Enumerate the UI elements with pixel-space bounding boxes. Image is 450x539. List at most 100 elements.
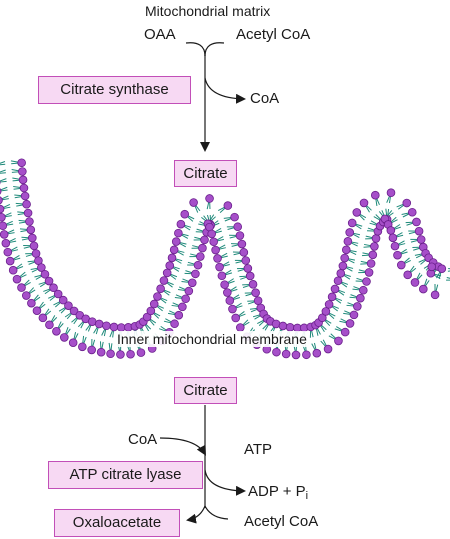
lipid-head — [278, 321, 288, 331]
lipid-head — [410, 278, 420, 287]
citrate-box-bottom: Citrate — [174, 377, 237, 404]
inner-membrane-bilayer — [0, 158, 450, 360]
lipid-tail — [0, 189, 8, 192]
lipid-tail — [0, 172, 6, 174]
lipid-head — [402, 198, 412, 208]
lipid-head — [324, 300, 334, 309]
lipid-head — [0, 196, 3, 205]
lipid-head — [31, 249, 41, 258]
lipid-head — [418, 284, 428, 294]
lipid-head — [343, 237, 353, 246]
lipid-head — [187, 278, 197, 288]
lipid-head — [169, 245, 179, 255]
lipid-head — [416, 235, 426, 244]
lipid-head — [235, 231, 245, 240]
lipid-head — [396, 260, 406, 270]
lipid-head — [243, 264, 253, 273]
citrate-box-top: Citrate — [174, 160, 237, 187]
lipid-head — [209, 237, 218, 247]
lipid-head — [211, 245, 220, 255]
lipid-head — [171, 237, 181, 246]
lipid-head — [393, 250, 402, 260]
lipid-head — [8, 265, 18, 275]
lipid-head — [407, 207, 417, 217]
adp-release-arrow — [204, 469, 246, 496]
atp-citrate-lyase-box: ATP citrate lyase — [48, 461, 203, 489]
lipid-head — [334, 336, 343, 346]
lipid-head — [364, 268, 374, 277]
lipid-head — [281, 349, 291, 359]
oxaloacetate-arrow — [186, 505, 206, 524]
lipid-head — [312, 348, 322, 358]
lipid-head — [403, 270, 413, 280]
lipid-tail — [446, 276, 450, 279]
lipid-head — [330, 284, 340, 294]
lipid-head — [272, 347, 281, 357]
lipid-head — [52, 327, 61, 336]
lipid-tail — [0, 186, 8, 191]
lipid-head — [17, 283, 26, 292]
lipid-head — [165, 261, 175, 270]
lipid-head — [23, 208, 33, 218]
lipid-head — [3, 247, 13, 257]
lipid-head — [146, 306, 156, 316]
lipid-head — [37, 263, 46, 272]
lipid-head — [251, 288, 260, 298]
lipid-head — [362, 277, 371, 286]
lipid-head — [0, 212, 6, 222]
coa-entry-arrow — [159, 437, 206, 456]
lipid-head — [196, 252, 205, 261]
lipid-head — [230, 212, 239, 222]
lipid-head — [359, 198, 369, 208]
lipid-head — [430, 290, 440, 300]
lipid-head — [180, 209, 190, 219]
lipid-head — [38, 313, 48, 323]
lipid-head — [174, 310, 184, 320]
lipid-head — [318, 313, 327, 323]
lipid-head — [170, 319, 179, 329]
lipid-tail — [0, 161, 6, 164]
lipid-head — [253, 296, 263, 305]
lipid-head — [193, 260, 203, 270]
lipid-head — [198, 243, 207, 253]
lipid-head — [323, 344, 333, 354]
lipid-head — [64, 301, 73, 310]
lipid-head — [200, 235, 209, 245]
lipid-head — [68, 338, 78, 348]
lipid-head — [245, 271, 255, 281]
lipid-tail — [0, 169, 6, 173]
lipid-head — [109, 322, 119, 332]
lipid-head — [386, 188, 396, 198]
lipid-head — [356, 293, 365, 303]
lipid-head — [321, 307, 331, 316]
lipid-head — [12, 274, 22, 284]
lipid-head — [189, 198, 198, 207]
lipid-head — [87, 345, 96, 355]
lipid-head — [359, 285, 368, 295]
lipid-head — [370, 242, 379, 251]
lipid-head — [215, 262, 224, 272]
lipid-head — [142, 312, 152, 322]
lipid-head — [231, 313, 241, 323]
lipid-head — [366, 259, 376, 268]
lipid-head — [167, 253, 177, 263]
lipid-head — [427, 262, 437, 272]
lipid-head — [0, 188, 2, 195]
lipid-head — [217, 271, 227, 281]
lipid-head — [106, 349, 115, 359]
citrate-synthase-box: Citrate synthase — [38, 76, 191, 104]
lipid-head — [386, 226, 396, 235]
lipid-head — [58, 295, 68, 305]
lipid-head — [174, 228, 183, 238]
lipid-head — [17, 158, 26, 168]
acetyl-coa-product-arrow — [204, 505, 229, 520]
coa-release-arrow — [204, 77, 246, 104]
lipid-head — [349, 310, 359, 320]
lipid-head — [153, 292, 162, 301]
oaa-label: OAA — [144, 26, 176, 43]
lipid-head — [45, 320, 54, 330]
lipid-head — [302, 350, 311, 360]
lipid-head — [116, 350, 125, 359]
lipid-head — [94, 319, 104, 329]
